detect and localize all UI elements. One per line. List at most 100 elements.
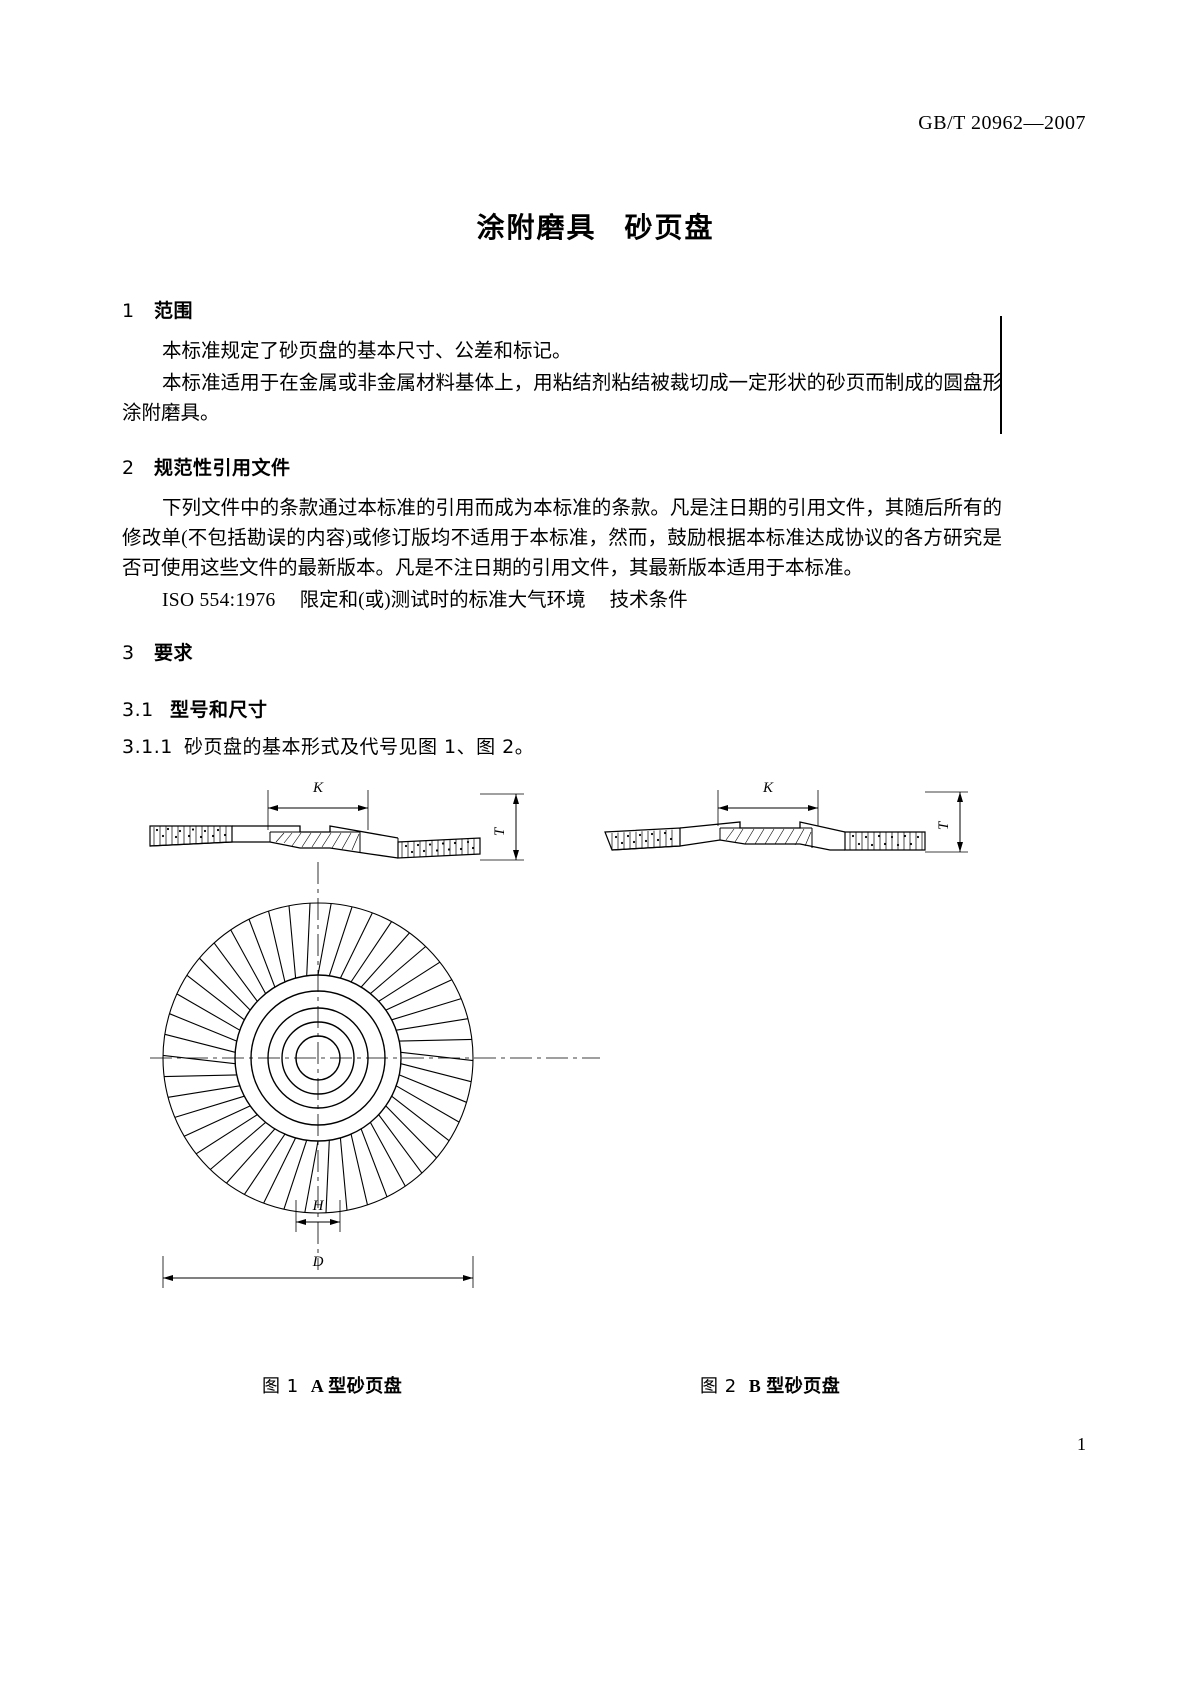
section-3-number: 3: [122, 642, 135, 664]
flap-segment: [350, 921, 393, 983]
figure-2-caption-label: 图 2: [700, 1376, 737, 1397]
section-2-heading: 规范性引用文件: [154, 457, 291, 479]
flap-segment: [174, 1095, 245, 1118]
section-3-heading: 要求: [154, 642, 194, 664]
figure-1-dimension-T: T: [480, 793, 524, 861]
figure-2-dimension-K: K: [717, 780, 819, 826]
figure-1-section-view: K T: [149, 780, 524, 861]
heading-section-2: 2 规范性引用文件: [122, 453, 1002, 480]
section-1-number: 1: [122, 300, 135, 322]
flap-segment: [288, 905, 297, 979]
flap-segment: [230, 929, 267, 994]
flap-segment: [339, 912, 373, 979]
flap-segment: [248, 919, 276, 988]
flap-segment: [395, 1085, 460, 1123]
flap-segment: [400, 1051, 474, 1062]
flap-segment: [378, 1114, 423, 1174]
reference-title: 限定和(或)测试时的标准大气环境: [299, 590, 586, 611]
flap-segment: [184, 1105, 251, 1137]
flap-segment: [350, 1134, 368, 1206]
flap-segment: [391, 1095, 450, 1142]
flap-segment: [186, 974, 245, 1021]
figure-2-b-type: K T: [604, 780, 968, 853]
flap-segment: [369, 1122, 406, 1187]
figure-captions: 图 1 A 型砂页盘 图 2 B 型砂页盘: [0, 1372, 1191, 1402]
section-3-1-heading: 型号和尺寸: [170, 699, 268, 721]
figure-1-hub-circles: [234, 974, 402, 1142]
title-part-1: 涂附磨具: [476, 211, 597, 244]
flap-segment: [283, 1140, 308, 1210]
section-2-paragraph-1: 下列文件中的条款通过本标准的引用而成为本标准的条款。凡是注日期的引用文件，其随后…: [122, 498, 1002, 579]
figure-1-flaps: [162, 902, 474, 1214]
figure-1-label-D: D: [312, 1254, 324, 1270]
heading-section-3: 3 要求: [122, 638, 1002, 665]
reference-code: ISO 554:1976: [162, 590, 276, 611]
flap-segment: [268, 910, 286, 982]
flap-segment: [306, 903, 311, 976]
flap-segment: [360, 1128, 388, 1197]
figure-2-right-abrasive-pad: [844, 831, 926, 851]
flap-segment: [317, 903, 332, 976]
standard-designation: GB/T 20962—2007: [918, 112, 1086, 134]
figure-2-disc-body-profile: [611, 821, 846, 851]
flap-segment: [169, 1013, 237, 1042]
figure-2-label-T: T: [936, 820, 952, 830]
reference-subtitle: 技术条件: [609, 590, 688, 611]
section-3-1-1-text: 砂页盘的基本形式及代号见图 1、图 2。: [184, 736, 535, 758]
normative-reference-entry: ISO 554:1976 限定和(或)测试时的标准大气环境 技术条件: [122, 586, 1002, 616]
figure-1-caption: 图 1 A 型砂页盘: [262, 1372, 402, 1398]
section-2-number: 2: [122, 457, 135, 479]
figure-1-label-T: T: [492, 826, 508, 836]
figure-1-caption-text: A 型砂页盘: [310, 1376, 403, 1396]
running-header: GB/T 20962—2007: [918, 112, 1086, 135]
figure-1-plan-view: H D: [150, 862, 600, 1288]
figure-1-caption-label: 图 1: [262, 1376, 299, 1397]
flap-segment: [263, 1137, 297, 1204]
flap-segment: [370, 946, 427, 995]
flap-segment: [195, 1114, 258, 1155]
section-1-heading: 范围: [154, 300, 194, 322]
flap-segment: [325, 1140, 330, 1213]
flap-segment: [400, 1063, 472, 1083]
section-1-paragraph-2: 本标准适用于在金属或非金属材料基体上，用粘结剂粘结被裁切成一定形状的砂页而制成的…: [122, 373, 1002, 424]
figure-1-dimension-H: H: [295, 1198, 341, 1232]
figure-2-caption: 图 2 B 型砂页盘: [700, 1372, 840, 1398]
flap-segment: [360, 932, 410, 988]
figure-1-label-K: K: [312, 780, 324, 796]
heading-section-3-1-1: 3.1.1 砂页盘的基本形式及代号见图 1、图 2。: [122, 732, 1002, 759]
figure-area: K T: [0, 770, 1191, 1370]
figure-1-right-abrasive-pad: [397, 837, 481, 859]
flap-segment: [304, 1140, 319, 1213]
figure-1-disc-body-profile: [149, 825, 399, 859]
flap-segment: [162, 1054, 236, 1065]
flap-segment: [213, 942, 258, 1002]
page-title: 涂附磨具砂页盘: [0, 206, 1191, 246]
flap-segment: [167, 1085, 240, 1098]
section-1-paragraph-1: 本标准规定了砂页盘的基本尺寸、公差和标记。: [162, 341, 572, 362]
title-part-2: 砂页盘: [624, 211, 715, 244]
figure-1-dimension-K: K: [267, 780, 369, 830]
flap-segment: [391, 998, 462, 1021]
flap-segment: [399, 1074, 467, 1103]
flap-segment: [176, 993, 241, 1031]
flap-segment: [243, 1133, 286, 1195]
flap-segment: [399, 1038, 472, 1042]
figure-2-label-K: K: [762, 780, 774, 796]
figure-2-caption-text: B 型砂页盘: [748, 1376, 841, 1396]
section-3-1-1-number: 3.1.1: [122, 736, 173, 758]
figure-2-section-view: K T: [604, 780, 968, 853]
figure-2-dimension-T: T: [925, 791, 968, 853]
flap-segment: [385, 1105, 437, 1159]
flap-segment: [209, 1121, 266, 1170]
flap-segment: [396, 1018, 469, 1031]
figure-1-a-type: K T: [149, 780, 600, 1288]
flap-segment: [328, 906, 353, 976]
flap-segment: [378, 961, 441, 1002]
figure-1-dimension-D: D: [162, 1254, 474, 1288]
heading-section-1: 1 范围: [122, 296, 1002, 323]
page-number: 1: [1077, 1434, 1086, 1454]
document-body: 1 范围 本标准规定了砂页盘的基本尺寸、公差和标记。 本标准适用于在金属或非金属材…: [122, 296, 1002, 769]
flap-segment: [199, 957, 251, 1011]
flap-segment: [164, 1074, 237, 1078]
